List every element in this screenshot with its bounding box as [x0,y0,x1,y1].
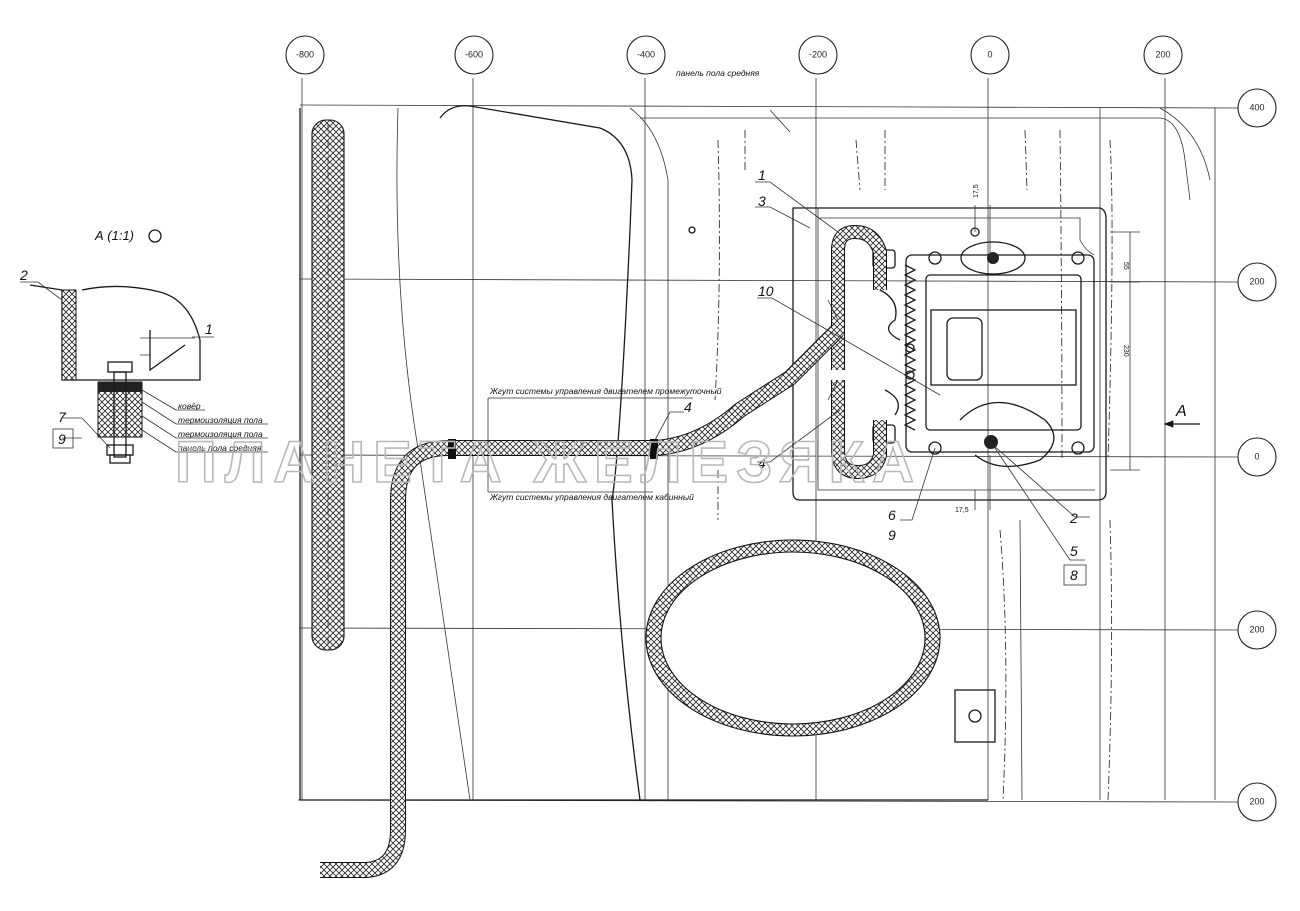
cable-loop [827,224,887,480]
grid-bubbles-right: 400 200 0 200 200 [1237,88,1277,822]
section-layer-label: ковёр [178,401,201,411]
callout-number: 9 [58,431,66,447]
grid-label-top: -600 [465,49,483,59]
callout-number: 4 [758,455,766,471]
dimension-text: 230 [1122,345,1129,357]
grid-label-right: 200 [1249,796,1264,806]
dimension-text: 55 [1122,262,1129,270]
section-layer-label: термоизоляция пола [178,415,263,425]
grid-label-top: 0 [987,49,992,59]
oval-cutout [645,539,996,743]
label-harness-upper: Жгут системы управления двигателем проме… [489,386,722,396]
callout-number: 6 [888,507,896,523]
callout-leaders [487,109,1200,561]
dimension-text: 17,5 [955,507,969,514]
callout-number: 5 [1070,543,1078,559]
callout-number: 1 [205,321,213,337]
watermark-text: ПЛАНЕТА ЖЕЛЕЗЯКА [175,430,922,495]
callout-number: 2 [19,267,28,283]
view-a-arrow-label: А [1175,403,1187,420]
main-harness [320,324,844,878]
callout-box [1063,564,1087,586]
label-harness-lower: Жгут системы управления двигателем кабин… [489,492,694,502]
grid-label-top: -200 [809,49,827,59]
grid-label-top: -800 [296,49,314,59]
dimension-text: 17,5 [973,184,980,198]
section-layer-label: панель пола средняя [178,443,262,453]
callout-number: 2 [1069,510,1078,526]
ecu-bracket [792,207,1107,501]
callout-number: 10 [758,283,774,299]
callout-number: 8 [1070,567,1078,583]
callout-box [52,428,74,449]
grid-label-top: 200 [1155,49,1170,59]
section-view-a [20,281,268,464]
callout-number: 4 [684,399,692,415]
grid-label-right: 200 [1249,276,1264,286]
callout-number: 3 [758,193,766,209]
grid-label-top: -400 [637,49,655,59]
grid-label-right: 200 [1249,624,1264,634]
callout-number: 7 [58,409,67,425]
grid-label-right: 400 [1249,102,1264,112]
callout-number: 9 [888,527,896,543]
section-layer-label: термоизоляция пола [178,429,263,439]
section-title: А (1:1) [94,228,134,243]
grid-bubbles-top: -800 -600 -400 -200 0 200 [285,35,1183,75]
floor-panel [299,105,1211,801]
drawing-texts: панель пола средняя Жгут системы управле… [19,68,1187,586]
grid-label-right: 0 [1254,451,1259,461]
label-panel-top: панель пола средняя [676,68,760,78]
callout-number: 1 [758,167,766,183]
section-circle-marker [148,229,162,243]
